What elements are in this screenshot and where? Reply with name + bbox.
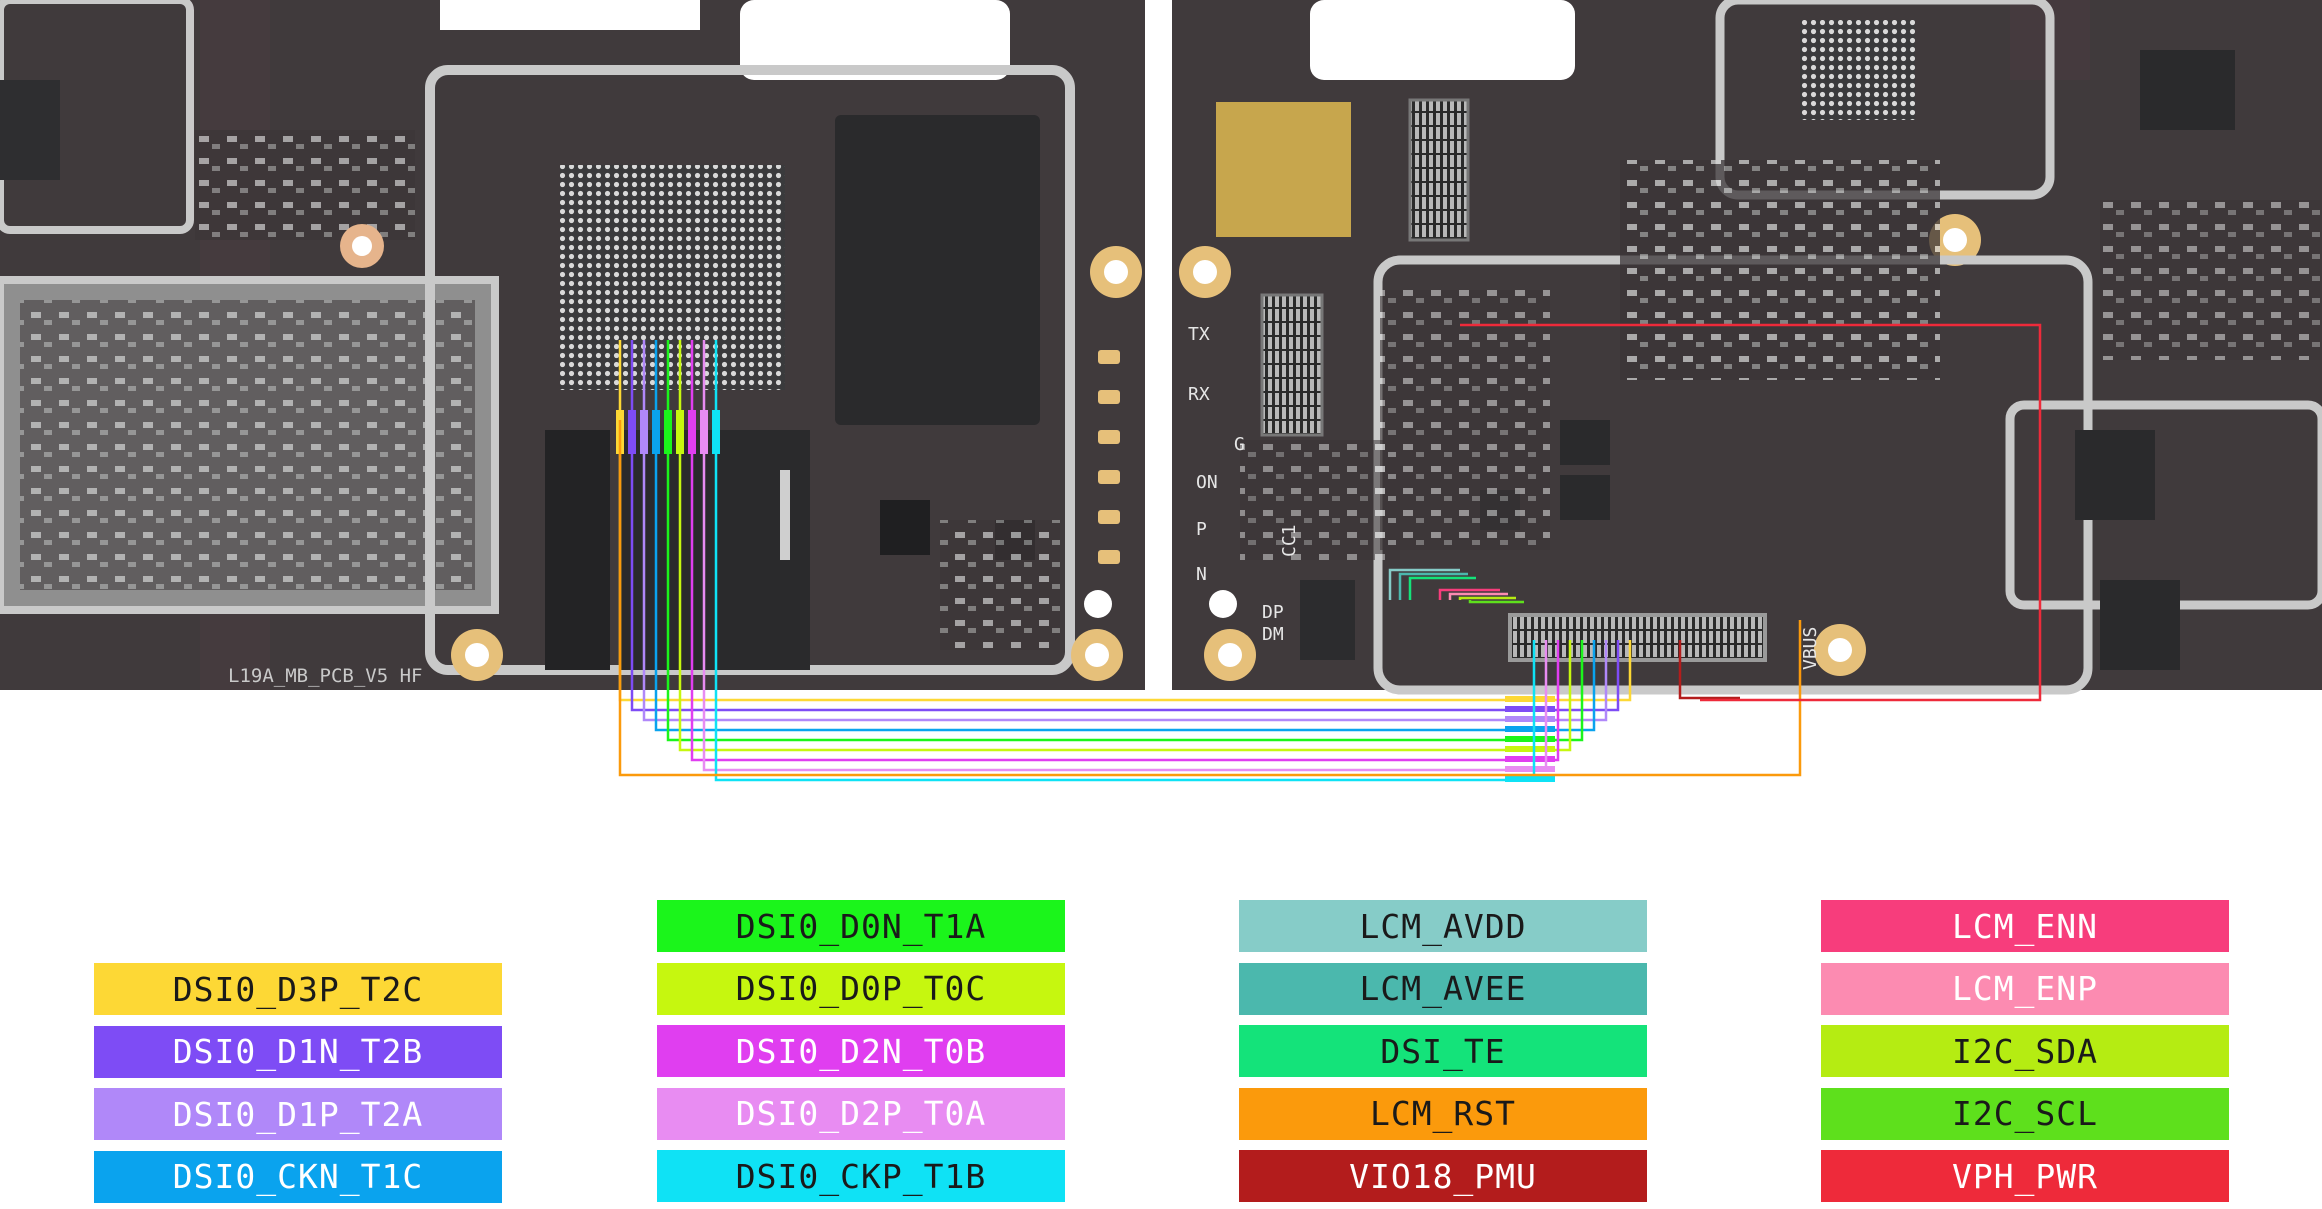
- legend-item-lcm-avee: LCM_AVEE: [1239, 962, 1647, 1015]
- legend-item-dsi-te: DSI_TE: [1239, 1025, 1647, 1077]
- trace-pad: [688, 410, 696, 454]
- trace-lcm-rst: [618, 420, 1802, 777]
- left-board: L19A_MB_PCB_V5 HF: [0, 0, 1145, 690]
- trace-i2c-sda: [1458, 596, 1516, 600]
- net-tag: [1505, 746, 1555, 752]
- net-tag: [1505, 736, 1555, 742]
- legend-item-vph-pwr: VPH_PWR: [1821, 1150, 2229, 1202]
- net-tag: [1505, 696, 1555, 702]
- soc-bga: [560, 165, 785, 390]
- trace-pad: [652, 410, 660, 454]
- legend-item-dsi0-d0n-t1a: DSI0_D0N_T1A: [657, 900, 1065, 952]
- trace-dsi0-ckp-t1b: [714, 340, 1536, 782]
- legend-item-dsi0-ckp-t1b: DSI0_CKP_T1B: [657, 1150, 1065, 1202]
- trace-lcm-enn: [1438, 588, 1500, 600]
- pad-label-tx: TX: [1188, 324, 1210, 345]
- signal-traces: [616, 323, 2042, 782]
- trace-lcm-enp: [1448, 592, 1508, 600]
- legend-item-dsi0-d2p-t0a: DSI0_D2P_T0A: [657, 1087, 1065, 1140]
- lcd-flex-connector: [1508, 613, 1767, 662]
- legend-item-lcm-rst: LCM_RST: [1239, 1087, 1647, 1140]
- trace-dsi0-ckn-t1c: [654, 340, 1596, 732]
- pad-label-on: ON: [1196, 472, 1218, 493]
- memory-chip: [835, 115, 1040, 425]
- net-tag: [1505, 766, 1555, 772]
- trace-dsi0-d0p-t0c: [678, 340, 1572, 752]
- trace-vph-pwr: [1460, 323, 2042, 702]
- pad-label-p: P: [1196, 519, 1207, 540]
- pad-label-dp: DP: [1262, 602, 1284, 623]
- trace-pad: [676, 410, 684, 454]
- pad-label-vbus: VBUS: [1800, 627, 1821, 670]
- trace-pad: [712, 410, 720, 454]
- trace-pad: [628, 410, 636, 454]
- legend-item-lcm-enp: LCM_ENP: [1821, 962, 2229, 1015]
- legend-item-dsi0-d1p-t2a: DSI0_D1P_T2A: [94, 1088, 502, 1140]
- trace-lcm-avee: [1398, 572, 1468, 600]
- legend-item-dsi0-ckn-t1c: DSI0_CKN_T1C: [94, 1150, 502, 1203]
- legend-item-dsi0-d0p-t0c: DSI0_D0P_T0C: [657, 962, 1065, 1015]
- legend-item-lcm-avdd: LCM_AVDD: [1239, 900, 1647, 952]
- gold-pad: [1216, 102, 1351, 237]
- net-tag: [1505, 776, 1555, 782]
- right-board: TX RX G ON P N CC1 DP DM VBUS: [1172, 0, 2322, 695]
- net-tag: [1505, 716, 1555, 722]
- pad-label-g: G: [1234, 434, 1245, 455]
- trace-lcm-avdd: [1388, 568, 1460, 600]
- legend-item-i2c-scl: I2C_SCL: [1821, 1087, 2229, 1140]
- legend-item-dsi0-d3p-t2c: DSI0_D3P_T2C: [94, 963, 502, 1015]
- trace-dsi0-d1n-t2b: [630, 340, 1620, 712]
- legend-item-i2c-sda: I2C_SDA: [1821, 1025, 2229, 1077]
- legend-item-lcm-enn: LCM_ENN: [1821, 900, 2229, 952]
- pad-label-cc1: CC1: [1279, 524, 1300, 557]
- trace-i2c-scl: [1468, 600, 1524, 604]
- board-to-board-connector-top: [1408, 98, 1470, 242]
- board-to-board-connector-side: [1260, 293, 1324, 437]
- trace-pad: [700, 410, 708, 454]
- trace-dsi-te: [1408, 576, 1476, 600]
- trace-pad: [664, 410, 672, 454]
- net-tag: [1505, 706, 1555, 712]
- net-tag: [1505, 756, 1555, 762]
- pad-labels: TX RX G ON P N CC1 DP DM VBUS: [1188, 324, 1821, 670]
- trace-dsi0-d0n-t1a: [666, 340, 1584, 742]
- net-tag: [1505, 726, 1555, 732]
- pad-label-dm: DM: [1262, 624, 1284, 645]
- pad-label-n: N: [1196, 564, 1207, 585]
- pad-label-rx: RX: [1188, 384, 1210, 405]
- trace-pad: [640, 410, 648, 454]
- legend-item-vio18-pmu: VIO18_PMU: [1239, 1150, 1647, 1202]
- trace-vio18-pmu: [1678, 640, 1740, 700]
- legend-item-dsi0-d2n-t0b: DSI0_D2N_T0B: [657, 1025, 1065, 1077]
- trace-dsi0-d1p-t2a: [642, 340, 1608, 722]
- trace-dsi0-d2p-t0a: [702, 340, 1548, 772]
- trace-dsi0-d2n-t0b: [690, 340, 1560, 762]
- legend-item-dsi0-d1n-t2b: DSI0_D1N_T2B: [94, 1025, 502, 1078]
- board-silkscreen-label: L19A_MB_PCB_V5 HF: [228, 665, 422, 687]
